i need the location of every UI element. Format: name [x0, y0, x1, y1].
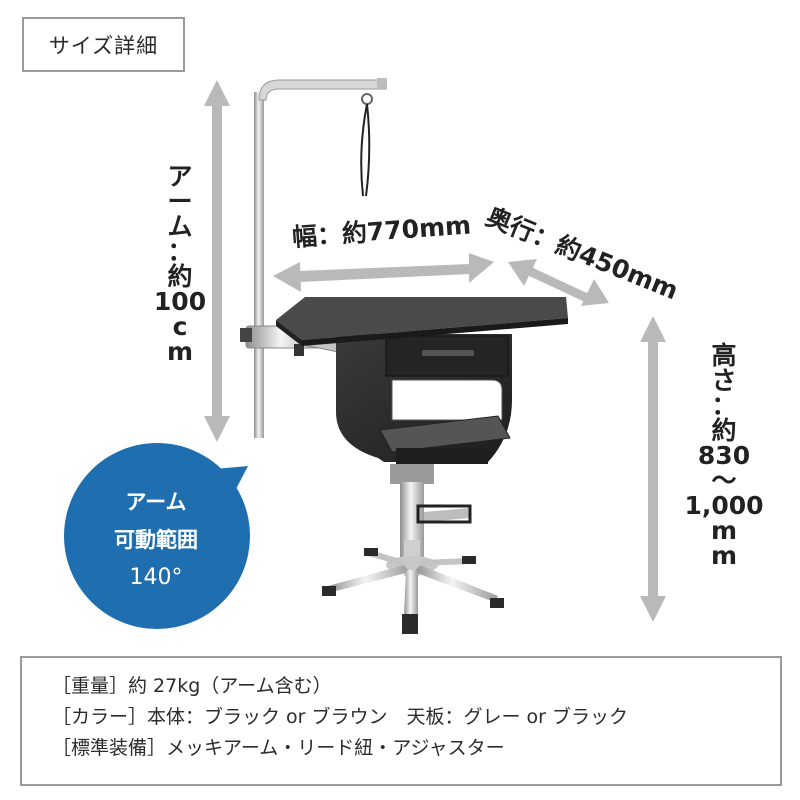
height-char: 〜	[711, 466, 737, 495]
tabletop	[276, 297, 568, 346]
arm-char: c	[172, 312, 188, 341]
spec-color: ［カラー］本体：ブラック or ブラウン 天板：グレー or ブラック	[52, 706, 629, 728]
title-box: サイズ詳細	[22, 17, 185, 72]
arm-char: ム	[167, 212, 193, 241]
arm-rotation-bubble	[64, 443, 250, 629]
spec-equipment: ［標準装備］メッキアーム・リード紐・アジャスター	[52, 737, 505, 759]
table-height-arrow	[640, 316, 666, 622]
spec-weight: ［重量］約 27kg（アーム含む）	[52, 675, 332, 697]
depth-arrow	[508, 259, 609, 306]
height-char: 約	[711, 416, 737, 445]
bubble-text: アーム 可動範囲 140°	[92, 483, 220, 597]
arm-char: ー	[167, 187, 193, 216]
arm-char: ア	[167, 162, 193, 191]
table-cabinet	[336, 334, 512, 464]
hydraulic-base	[322, 464, 504, 634]
arm-length-label: ア ー ム ： 約 100 c m	[153, 162, 207, 366]
arm-height-arrow	[204, 80, 230, 442]
arm-char: ：	[167, 237, 193, 266]
bubble-line-arm: アーム	[125, 490, 187, 514]
height-char: m	[710, 541, 738, 570]
height-char: m	[710, 516, 738, 545]
table-height-label: 高 さ ： 約 830 〜 1,000 m m	[684, 341, 763, 570]
height-char: 830	[697, 441, 751, 470]
spec-box: ［重量］約 27kg（アーム含む） ［カラー］本体：ブラック or ブラウン 天…	[20, 656, 782, 786]
page-title: サイズ詳細	[48, 33, 159, 58]
arm-char: 100	[153, 287, 207, 316]
height-char: さ	[711, 366, 737, 395]
arm-char: m	[166, 337, 194, 366]
height-char: 高	[711, 341, 737, 370]
width-arrow	[273, 253, 494, 292]
height-char: ：	[711, 391, 737, 420]
arm-char: 約	[167, 262, 193, 291]
bubble-line-angle: 140°	[129, 565, 183, 590]
height-char: 1,000	[684, 491, 764, 520]
bubble-line-range: 可動範囲	[114, 528, 198, 552]
